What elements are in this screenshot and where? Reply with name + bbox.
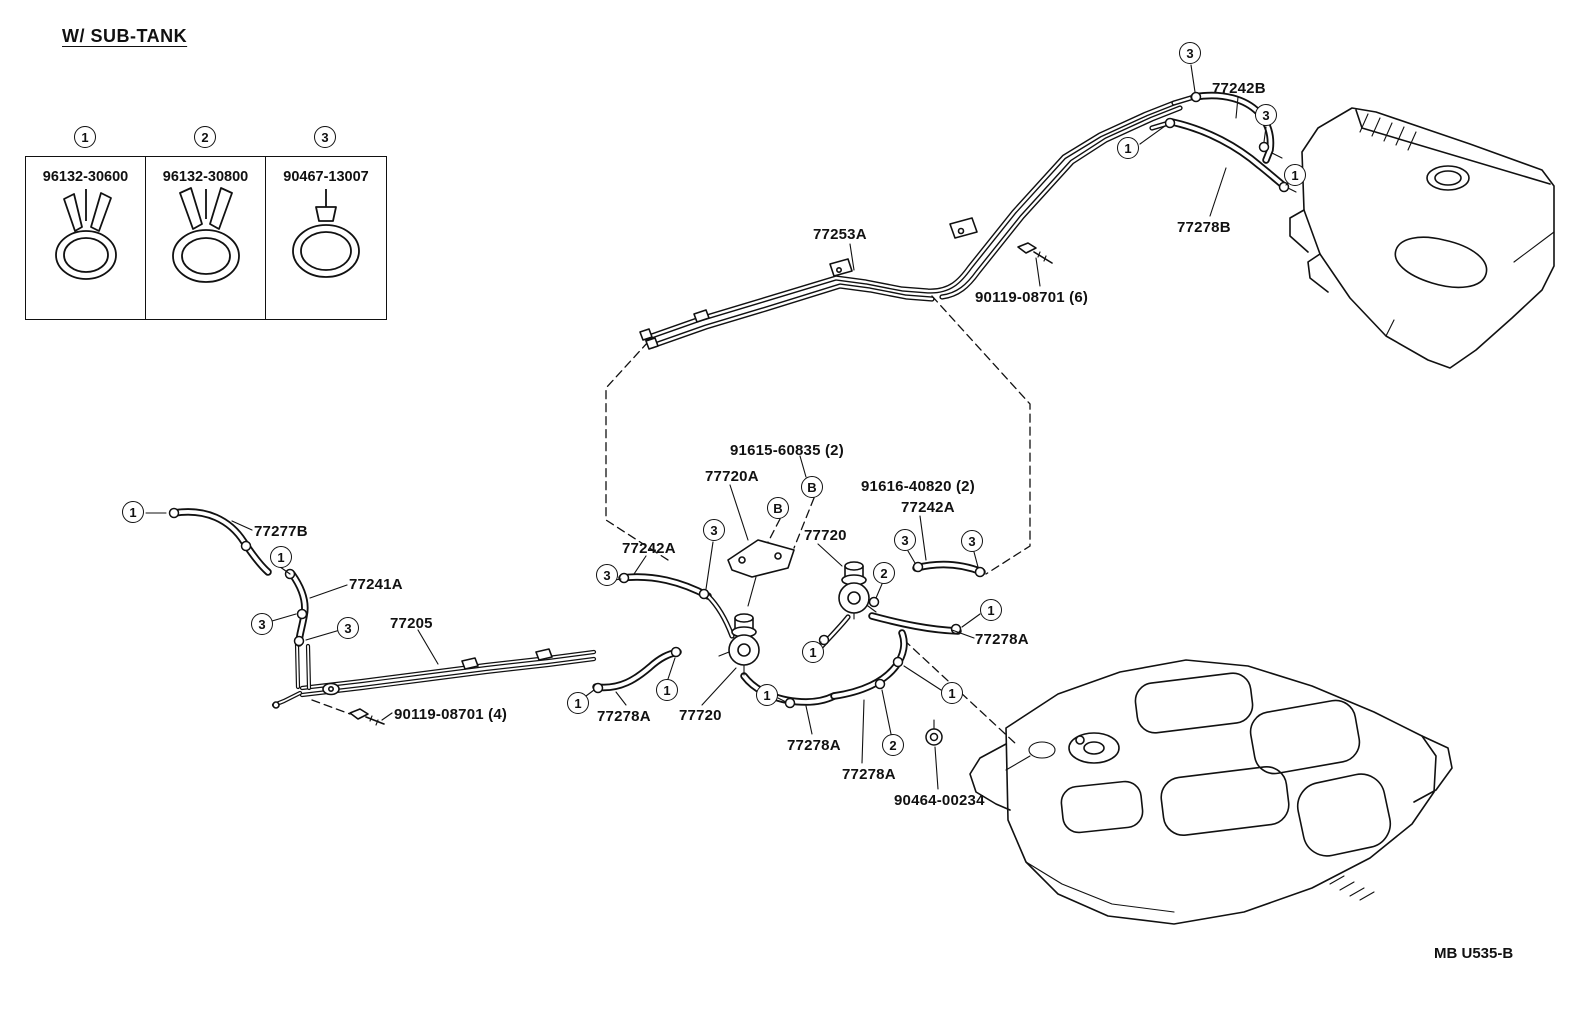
part-label-91615-60835: 91615-60835 (2) — [730, 442, 844, 459]
diagram-title: W/ SUB-TANK — [62, 26, 188, 46]
legend-callout-2: 2 — [194, 126, 216, 148]
callout-clamp-3-h: 3 — [1255, 104, 1277, 126]
part-label-77242a-left: 77242A — [622, 540, 676, 557]
part-label-77242b: 77242B — [1212, 80, 1266, 97]
legend-item-1: 96132-30600 — [26, 157, 146, 319]
hose-77277b — [174, 512, 268, 572]
spring-clamp-large-icon — [171, 187, 240, 283]
legend-part-number-2: 96132-30800 — [162, 169, 249, 185]
part-label-77278a-left: 77278A — [597, 708, 651, 725]
callout-clamp-2-a: 2 — [873, 562, 895, 584]
part-label-77241a: 77241A — [349, 576, 403, 593]
part-label-77720a: 77720A — [705, 468, 759, 485]
callout-clamp-3-d: 3 — [703, 519, 725, 541]
callout-clamp-1-b: 1 — [270, 546, 292, 568]
leader-lines — [145, 64, 1291, 790]
figure-code: MB U535-B — [1434, 945, 1514, 962]
fuel-tank-upper — [1269, 107, 1555, 369]
callout-clamp-3-c: 3 — [596, 564, 618, 586]
legend-callout-1: 1 — [74, 126, 96, 148]
callout-clamp-1-g: 1 — [756, 684, 778, 706]
hose-77242a-right — [916, 565, 982, 572]
part-label-77253a: 77253A — [813, 226, 867, 243]
legend-item-2: 96132-30800 — [146, 157, 266, 319]
fuel-pump-left — [718, 613, 760, 676]
part-label-90119-08701-4: 90119-08701 (4) — [394, 706, 508, 723]
hose-77278a-bottom — [820, 617, 904, 696]
part-label-77242a-mid: 77242A — [901, 499, 955, 516]
part-label-77720-bottom: 77720 — [679, 707, 722, 724]
callout-clamp-3-b: 3 — [337, 617, 359, 639]
callout-clamp-3-e: 3 — [894, 529, 916, 551]
callout-bolt-b-b: B — [801, 476, 823, 498]
ring-clamp-icon — [292, 189, 360, 278]
part-label-77278a-right: 77278A — [975, 631, 1029, 648]
part-label-77278b: 77278B — [1177, 219, 1231, 236]
part-label-77278a-bottom: 77278A — [842, 766, 896, 783]
callout-clamp-2-b: 2 — [882, 734, 904, 756]
fuel-pump-right — [838, 561, 877, 620]
clamp-icons — [168, 91, 1290, 709]
callout-clamp-1-e: 1 — [980, 599, 1002, 621]
callout-clamp-3-a: 3 — [251, 613, 273, 635]
spring-clamp-small-icon — [54, 189, 117, 280]
legend-part-number-3: 90467-13007 — [283, 169, 369, 185]
legend-item-3: 90467-13007 — [266, 157, 386, 319]
dashed-reference-lines — [311, 295, 1031, 745]
fuel-pipe-77205 — [273, 644, 594, 709]
hose-77242a-left — [622, 577, 732, 636]
fuel-tank-lower — [969, 659, 1453, 925]
legend-callout-3: 3 — [314, 126, 336, 148]
part-label-91616-40820: 91616-40820 (2) — [861, 478, 975, 495]
callout-clamp-1-f: 1 — [802, 641, 824, 663]
part-label-90464-00234: 90464-00234 — [894, 792, 985, 809]
legend-callout-row: 1 2 3 — [25, 126, 387, 154]
callout-clamp-3-g: 3 — [1179, 42, 1201, 64]
pump-bracket-77720a — [727, 539, 795, 607]
part-label-77277b: 77277B — [254, 523, 308, 540]
bolt-icons — [349, 242, 1053, 726]
clamp-legend-table: 1 2 3 96132-30600 96132-30800 — [25, 126, 387, 320]
grommet-90464 — [925, 719, 943, 746]
callout-clamp-1-c: 1 — [567, 692, 589, 714]
callout-bolt-b-a: B — [767, 497, 789, 519]
part-label-77205: 77205 — [390, 615, 433, 632]
callout-clamp-1-i: 1 — [1117, 137, 1139, 159]
callout-clamp-1-a: 1 — [122, 501, 144, 523]
part-label-77278a-mid: 77278A — [787, 737, 841, 754]
legend-part-number-1: 96132-30600 — [42, 169, 129, 185]
part-label-90119-08701-6: 90119-08701 (6) — [975, 289, 1089, 306]
callout-clamp-3-f: 3 — [961, 530, 983, 552]
part-label-77720-mid: 77720 — [804, 527, 847, 544]
fuel-pipe-77253a — [639, 97, 1194, 350]
hose-77278a-right — [872, 616, 958, 631]
callout-clamp-1-j: 1 — [1284, 164, 1306, 186]
hose-77241a — [292, 574, 305, 643]
callout-clamp-1-h: 1 — [941, 682, 963, 704]
callout-clamp-1-d: 1 — [656, 679, 678, 701]
